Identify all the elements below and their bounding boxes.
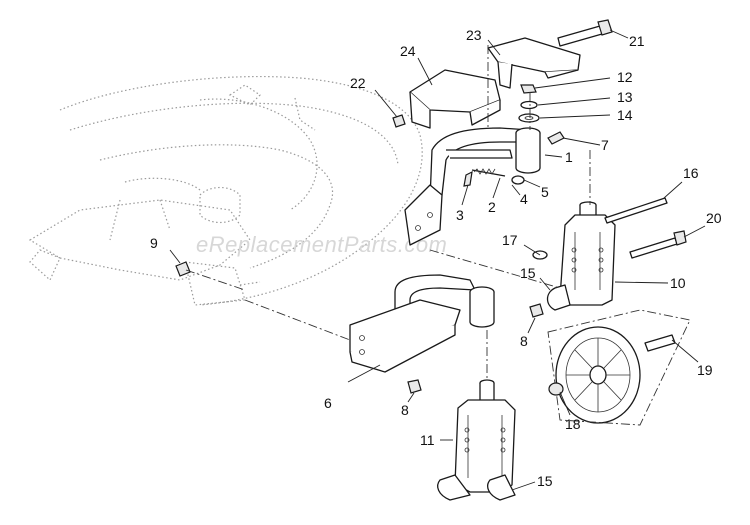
- callout-18: 18: [565, 416, 581, 432]
- callout-4: 4: [520, 191, 528, 207]
- parts-2-5-spring-pin-washer: [463, 168, 525, 187]
- callout-12: 12: [617, 69, 633, 85]
- callout-10: 10: [670, 275, 686, 291]
- callout-2: 2: [488, 199, 496, 215]
- callout-20: 20: [706, 210, 722, 226]
- callout-17: 17: [502, 232, 518, 248]
- part-1-bushing: [515, 127, 541, 174]
- part-8-nut-right: [529, 303, 544, 318]
- part-9-bolt: [175, 261, 191, 277]
- watermark: eReplacementParts.com: [196, 232, 447, 257]
- callout-11: 11: [420, 432, 435, 448]
- alignment-lines: [185, 45, 591, 380]
- part-24-bracket-plate: [409, 69, 501, 129]
- wheel: [547, 309, 691, 426]
- part-8-nut-lower: [407, 379, 422, 394]
- leader-lines: [169, 29, 706, 491]
- callout-8-lower: 8: [401, 402, 409, 418]
- callout-3: 3: [456, 207, 464, 223]
- callout-16: 16: [683, 165, 699, 181]
- parts-12-13-14-hardware: [518, 84, 540, 123]
- callout-14: 14: [617, 107, 633, 123]
- callout-13: 13: [617, 89, 633, 105]
- callout-15-lower: 15: [537, 473, 553, 489]
- mower-deck-outline: [28, 75, 423, 306]
- axle-arm-assembly: [404, 127, 531, 246]
- callout-1: 1: [565, 149, 573, 165]
- part-22-nut: [392, 114, 406, 128]
- callout-labels: 1 2 3 4 5 6 7 8 8 9 10 11 12 13 14 15 15…: [150, 27, 722, 489]
- callout-19: 19: [697, 362, 713, 378]
- callout-23: 23: [466, 27, 482, 43]
- callout-22: 22: [350, 75, 366, 91]
- part-11-caster-swivel: [437, 379, 516, 501]
- callout-5: 5: [541, 184, 549, 200]
- callout-15-upper: 15: [520, 265, 536, 281]
- part-6-front-bracket: [349, 274, 495, 373]
- part-10-caster-swivel: [546, 201, 616, 311]
- callout-24: 24: [400, 43, 416, 59]
- callout-21: 21: [629, 33, 645, 49]
- part-21-bolt: [557, 19, 613, 47]
- part-19-axle: [644, 334, 676, 352]
- callout-9: 9: [150, 235, 158, 251]
- part-18-cap: [548, 382, 564, 396]
- part-16-rod: [604, 197, 668, 224]
- callout-8-right: 8: [520, 333, 528, 349]
- callout-7: 7: [601, 137, 609, 153]
- part-23-top-bracket: [487, 37, 581, 89]
- part-20-bolt: [629, 230, 687, 259]
- part-7-screw: [547, 131, 565, 145]
- callout-6: 6: [324, 395, 332, 411]
